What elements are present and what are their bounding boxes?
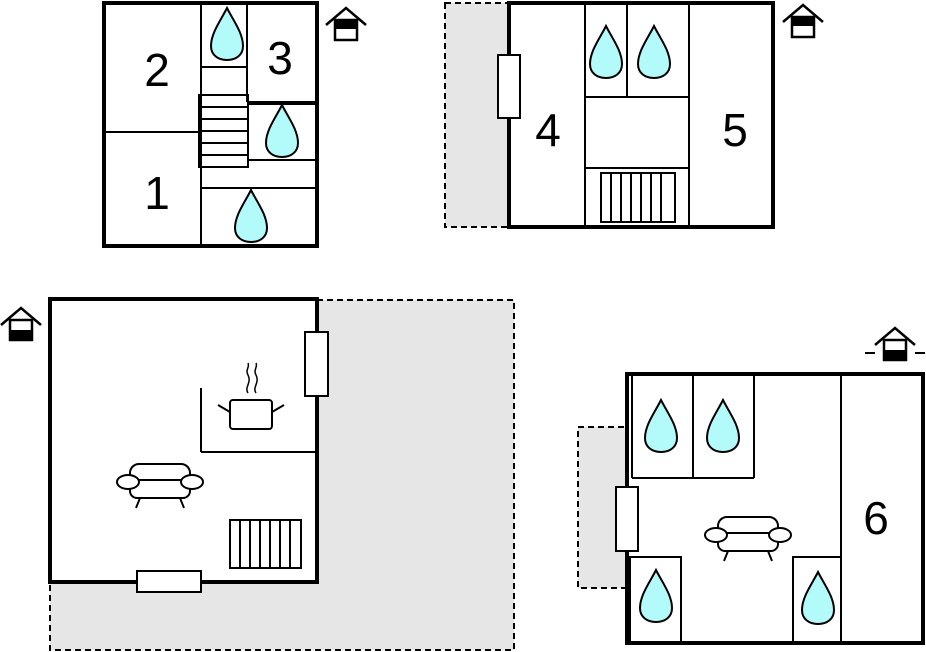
window-icon [304,331,329,397]
floor-indicator-icon [781,3,825,39]
bathroom-drop-icon [589,25,623,79]
bathroom-drop-icon [265,104,299,158]
radiator-icon [600,172,676,223]
cooking-pot-icon [217,362,285,430]
floor-indicator-icon [865,326,925,362]
window-icon [615,486,639,552]
room-label-6: 6 [863,492,889,544]
plan-rooms-4-5: 4 5 [444,1,825,229]
bathroom-drop-icon [637,25,671,79]
bathroom-drop-icon [210,7,244,61]
floor-indicator-icon [0,306,43,342]
plan-living-kitchen [0,297,515,651]
terrace [49,299,515,651]
bathroom-drop-icon [644,399,678,453]
sofa-icon [116,463,204,509]
floor-indicator-icon [324,6,368,42]
stairs-icon [198,94,249,168]
sofa-icon [704,516,792,562]
room-label-2: 2 [144,44,170,96]
room-label-4: 4 [535,104,561,156]
room-label-3: 3 [267,32,293,84]
plan-upper-floor: 2 3 1 [102,1,368,248]
bathroom-drop-icon [801,571,835,625]
bathroom-drop-icon [706,399,740,453]
bathroom-drop-icon [639,569,673,623]
window-icon [136,570,202,593]
plan-room-6: 6 [577,326,925,645]
bathroom-drop-icon [234,189,268,243]
room-label-1: 1 [144,167,170,219]
window-icon [497,54,521,119]
radiator-icon [229,519,302,569]
room-label-5: 5 [722,104,748,156]
